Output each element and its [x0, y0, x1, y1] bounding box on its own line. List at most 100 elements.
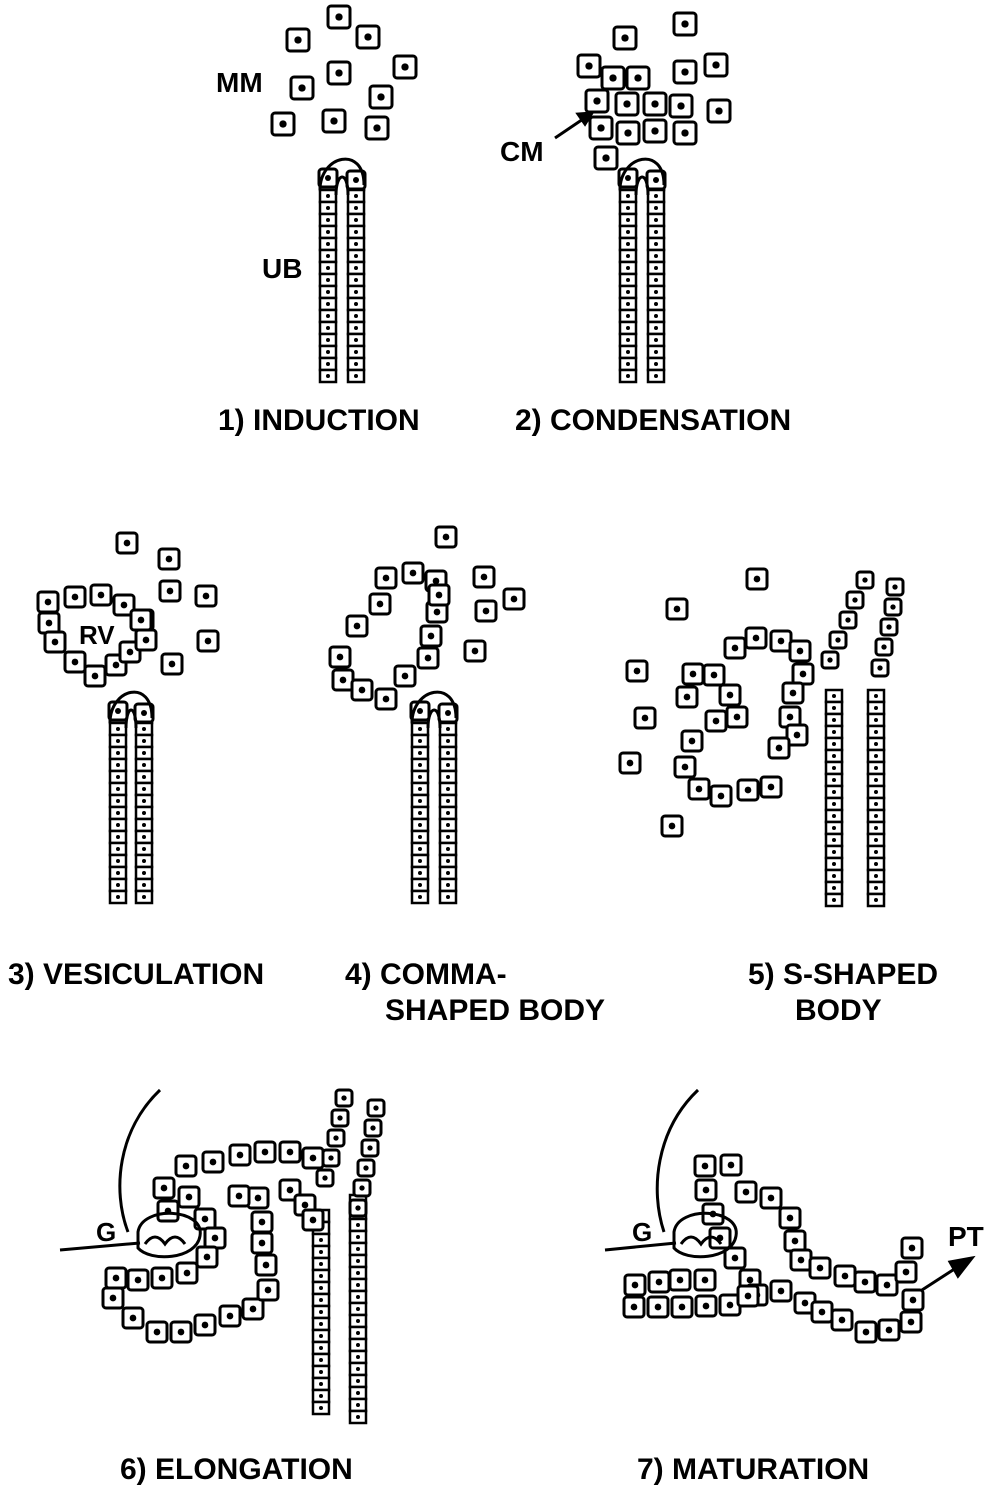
renal-vesicle-cell — [162, 654, 182, 674]
elongation-nephron-cell — [177, 1263, 197, 1283]
comma-body-cell — [376, 689, 396, 709]
maturation-nephron-cell — [785, 1231, 805, 1251]
caption-comma-line1: 4) COMMA- — [345, 957, 507, 993]
renal-vesicle-cell — [38, 592, 58, 612]
maturation-nephron-cell — [810, 1258, 830, 1278]
label-g-maturation: G — [632, 1217, 652, 1247]
maturation-nephron-cell — [761, 1188, 781, 1208]
renal-vesicle-cell — [45, 632, 65, 652]
comma-body-cell — [370, 594, 390, 614]
vesiculation-left-column — [110, 711, 126, 903]
S-shaped-body-cell — [635, 708, 655, 728]
maturation-nephron-cell — [672, 1297, 692, 1317]
renal-vesicle-cell — [39, 613, 59, 633]
metanephric-mesenchyme-cell — [328, 62, 350, 84]
s-shape-right-column — [868, 690, 884, 906]
S-shaped-body-tube-cell — [885, 599, 901, 615]
label-g-elongation: G — [96, 1217, 116, 1247]
elongation-tube-cell — [317, 1170, 333, 1186]
comma-body-cell — [504, 589, 524, 609]
maturation-nephron-cell — [624, 1297, 644, 1317]
S-shaped-body-tube-cell — [847, 592, 863, 608]
S-shaped-body-tube-cell — [840, 612, 856, 628]
renal-vesicle-cell — [196, 586, 216, 606]
vesiculation-bud-lumen — [126, 710, 136, 728]
s-shape-left-column — [826, 690, 842, 906]
maturation-nephron-cell — [896, 1262, 916, 1282]
S-shaped-body-cell — [711, 786, 731, 806]
maturation-nephron-cell — [670, 1270, 690, 1290]
maturation-nephron-cell — [696, 1296, 716, 1316]
S-shaped-body-cell — [620, 753, 640, 773]
maturation-nephron-cell — [695, 1270, 715, 1290]
elongation-nephron-cell — [103, 1288, 123, 1308]
S-shaped-body-cell — [706, 711, 726, 731]
elongation-nephron-cell — [243, 1299, 263, 1319]
S-shaped-body-cell — [725, 638, 745, 658]
S-shaped-body-cell — [720, 685, 740, 705]
elongation-nephron-cell — [123, 1308, 143, 1328]
maturation-nephron-cell — [736, 1182, 756, 1202]
elongation-nephron-cell — [197, 1247, 217, 1267]
induction-left-column — [320, 178, 336, 382]
cells-layer — [38, 6, 923, 1423]
elongation-nephron-cell — [179, 1187, 199, 1207]
label-rv: RV — [79, 620, 115, 650]
elongation-right-column — [350, 1195, 366, 1423]
renal-vesicle-cell — [91, 585, 111, 605]
maturation-nephron-cell — [812, 1302, 832, 1322]
elongation-nephron-cell — [220, 1306, 240, 1326]
maturation-nephron-cell — [780, 1208, 800, 1228]
comma-bud-lumen — [428, 710, 440, 728]
maturation-nephron-cell — [877, 1275, 897, 1295]
S-shaped-body-cell — [727, 707, 747, 727]
comma-body-cell — [429, 585, 449, 605]
caption-s-shaped-line1: 5) S-SHAPED — [748, 957, 938, 993]
S-shaped-body-cell — [627, 661, 647, 681]
maturation-nephron-cell — [696, 1180, 716, 1200]
elongation-nephron-cell — [280, 1142, 300, 1162]
condensed-mesenchyme-cell — [590, 117, 612, 139]
label-pt: PT — [948, 1222, 984, 1252]
elongation-left-column — [313, 1210, 329, 1414]
elongation-tube-cell — [368, 1100, 384, 1116]
comma-right-column — [440, 711, 456, 903]
maturation-nephron-cell — [721, 1155, 741, 1175]
condensed-mesenchyme-cell — [617, 122, 639, 144]
caption-elongation: 6) ELONGATION — [120, 1452, 353, 1488]
elongation-tube-cell — [358, 1160, 374, 1176]
elongation-nephron-cell — [303, 1210, 323, 1230]
maturation-nephron-cell — [695, 1156, 715, 1176]
elongation-nephron-cell — [255, 1142, 275, 1162]
metanephric-mesenchyme-cell — [328, 6, 350, 28]
induction-right-column — [348, 178, 364, 382]
renal-vesicle-cell — [131, 610, 151, 630]
condensed-mesenchyme-cell — [705, 54, 727, 76]
renal-vesicle-cell — [160, 581, 180, 601]
comma-body-cell — [474, 567, 494, 587]
comma-body-cell — [347, 616, 367, 636]
condensed-mesenchyme-cell — [674, 13, 696, 35]
condensed-mesenchyme-cell — [595, 147, 617, 169]
elongation-nephron-cell — [205, 1228, 225, 1248]
S-shaped-body-cell — [662, 816, 682, 836]
elongation-tube-cell — [362, 1140, 378, 1156]
condensed-mesenchyme-cell — [614, 27, 636, 49]
elongation-tube-cell — [354, 1180, 370, 1196]
S-shaped-body-cell — [747, 569, 767, 589]
label-ub: UB — [262, 254, 302, 284]
maturation-nephron-cell — [625, 1275, 645, 1295]
condensed-mesenchyme-cell — [644, 120, 666, 142]
condensation-left-column — [620, 178, 636, 382]
elongation-nephron-cell — [195, 1315, 215, 1335]
metanephric-mesenchyme-cell — [323, 110, 345, 132]
comma-body-cell — [421, 626, 441, 646]
elongation-nephron-cell — [303, 1148, 323, 1168]
condensed-mesenchyme-cell — [586, 90, 608, 112]
caption-induction: 1) INDUCTION — [218, 403, 420, 439]
maturation-nephron-cell — [738, 1286, 758, 1306]
maturation-nephron-cell — [856, 1322, 876, 1342]
condensed-mesenchyme-cell — [627, 67, 649, 89]
condensed-mesenchyme-cell — [644, 93, 666, 115]
S-shaped-body-tube-cell — [872, 660, 888, 676]
